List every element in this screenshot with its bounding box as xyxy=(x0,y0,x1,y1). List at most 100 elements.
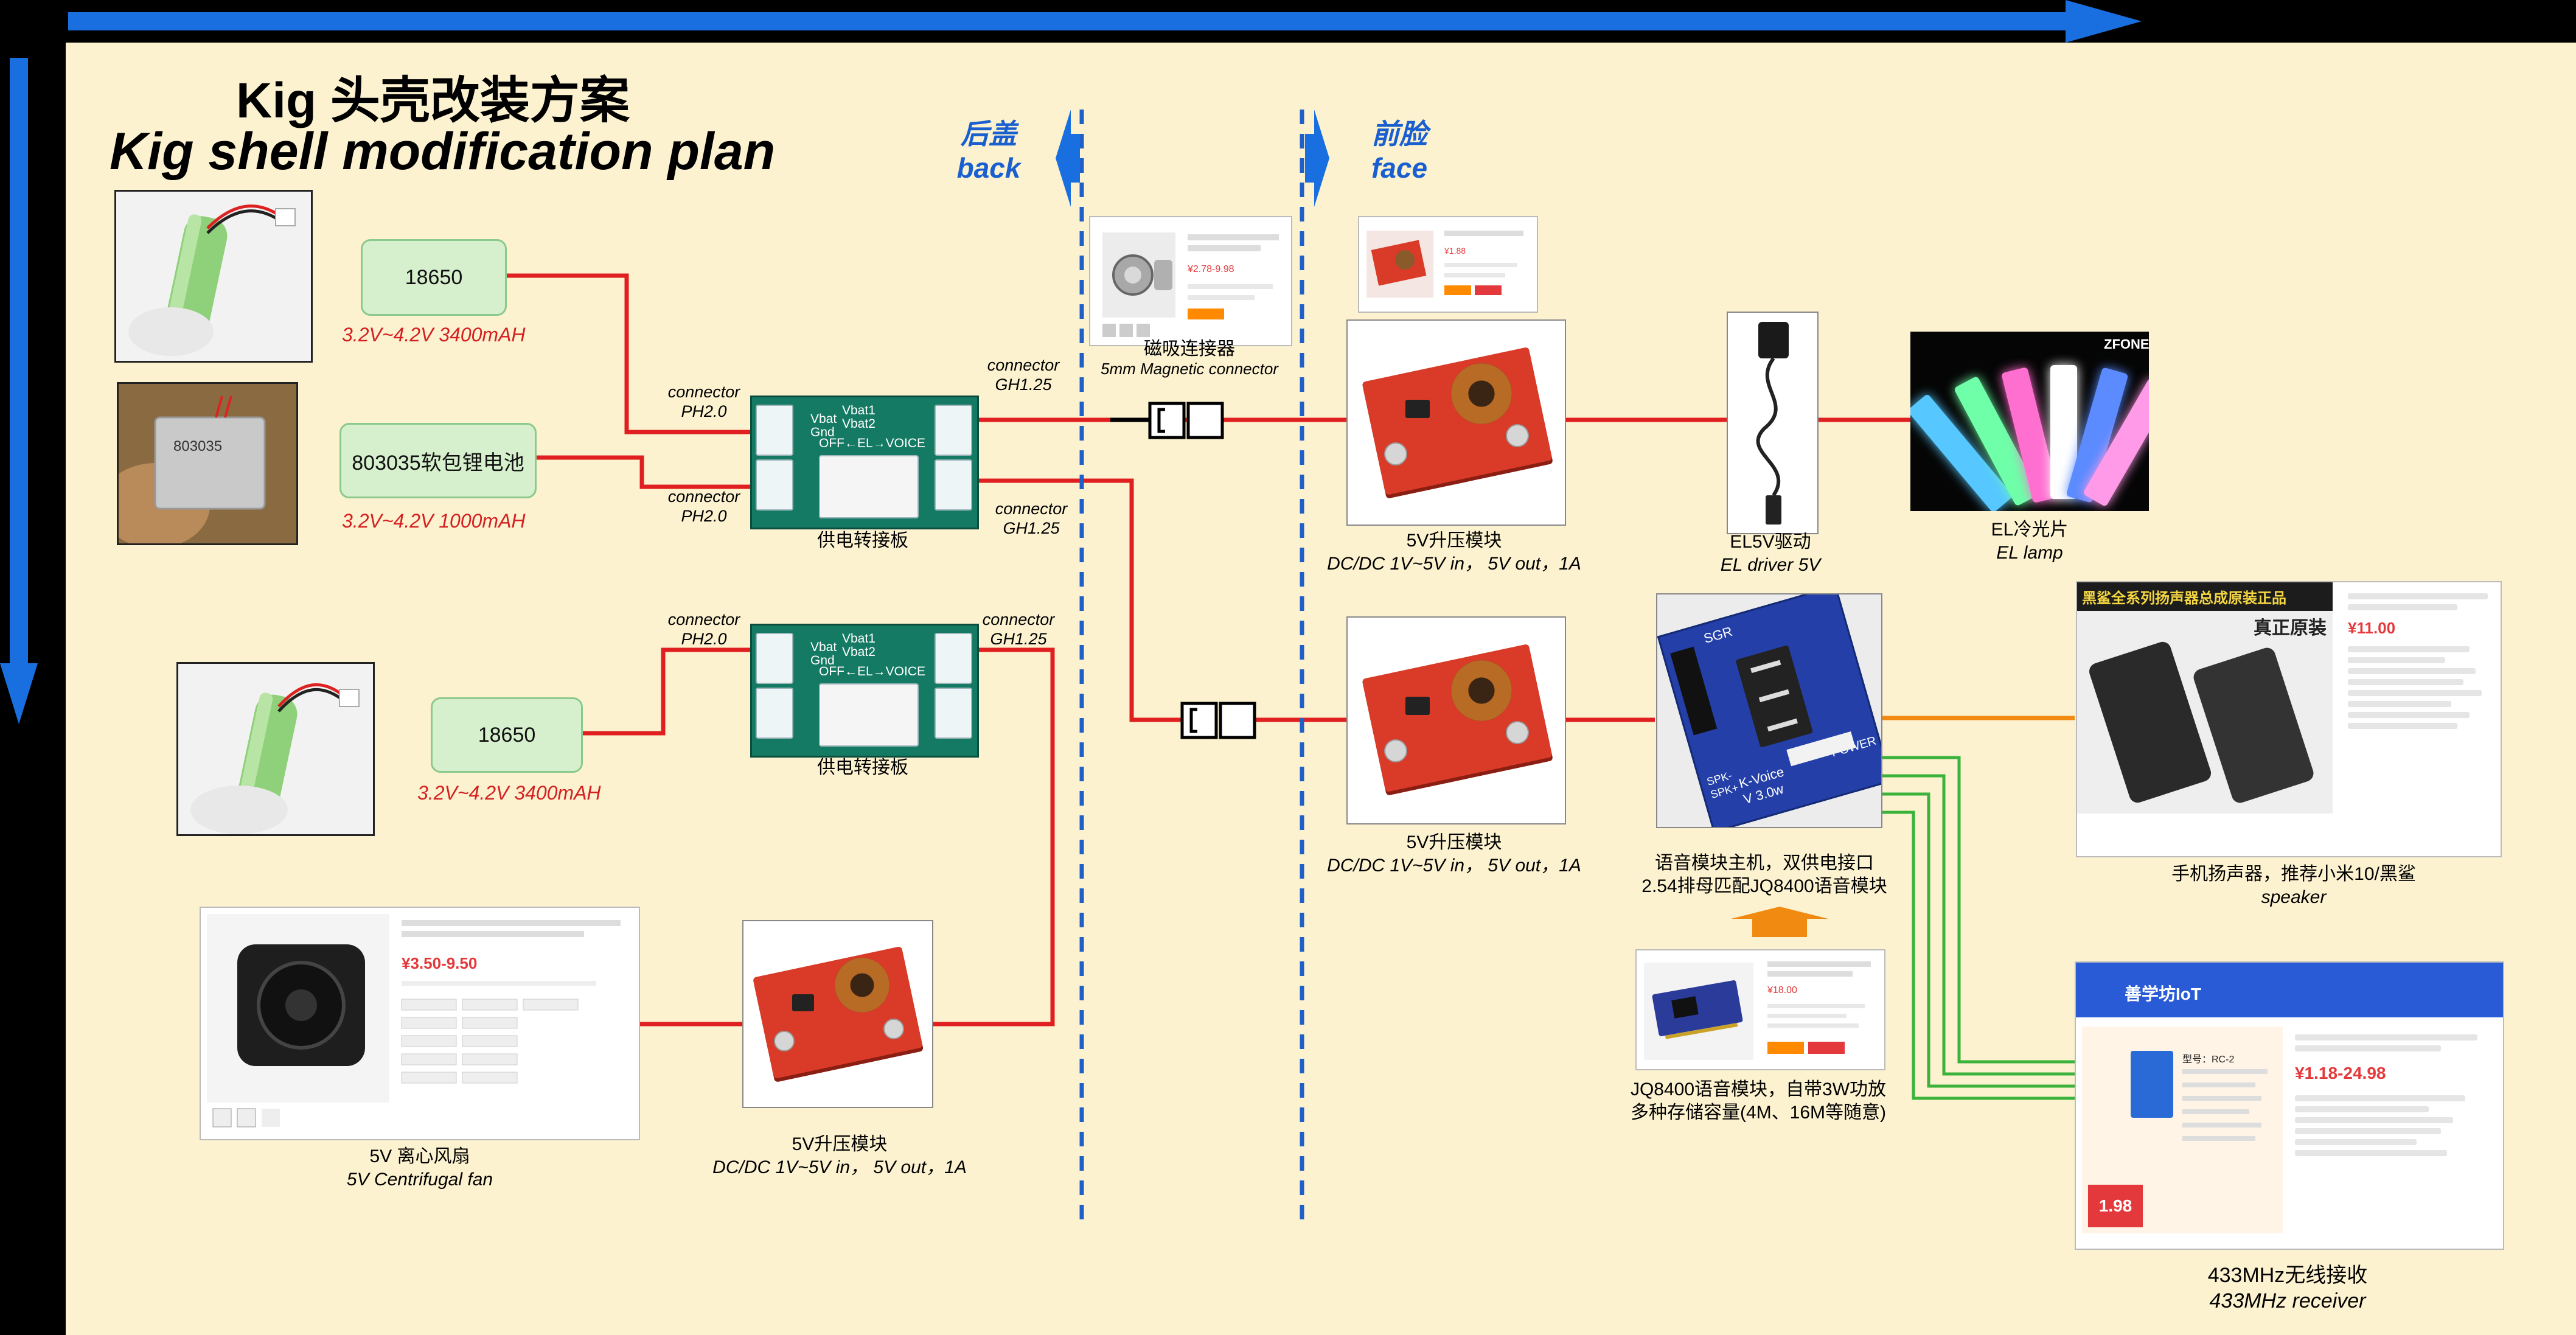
el-driver-label: EL5V驱动 EL driver 5V xyxy=(1661,531,1880,577)
speaker-label-en: speaker xyxy=(2261,887,2327,907)
battery-spec-2: 3.2V~4.2V 1000mAH xyxy=(342,510,526,532)
speaker-screenshot: 黑鲨全系列扬声器总成原装正品 真正原装 ¥11.00 xyxy=(2076,581,2502,857)
boost-module-photo-3 xyxy=(742,920,933,1108)
connector-ph-label-1: connector PH2.0 xyxy=(664,382,743,421)
left-arrow-head xyxy=(0,663,38,724)
el-lamp-label-cn: EL冷光片 xyxy=(1991,520,2069,540)
el-lamp-brand: ZFONE xyxy=(2104,336,2149,352)
fan-label-cn: 5V 离心风扇 xyxy=(369,1146,470,1166)
wire-board1-gh-bottom xyxy=(976,478,1186,722)
connector-ph-label-2-a: connector xyxy=(667,487,740,506)
battery-18650-photo-2 xyxy=(176,662,375,836)
boost-3-label-en: DC/DC 1V~5V in， 5V out，1A xyxy=(712,1157,967,1177)
wire-green-3 xyxy=(1868,792,2075,1088)
connector-ph-label-2: connector PH2.0 xyxy=(664,487,743,526)
top-arrow-head xyxy=(2066,0,2142,43)
boost-1-label-cn: 5V升压模块 xyxy=(1406,531,1502,551)
receiver-price: ¥1.18-24.98 xyxy=(2295,1064,2386,1082)
connector-gh-label-2: connector GH1.25 xyxy=(989,499,1074,538)
pcb2-silk-gnd: Gnd xyxy=(810,654,835,668)
battery-803035-photo: 803035 xyxy=(117,382,298,545)
fan-label-en: 5V Centrifugal fan xyxy=(346,1169,493,1190)
speaker-label: 手机扬声器，推荐小米10/黑鲨 speaker xyxy=(2117,863,2470,909)
connector-gh-label-3-b: GH1.25 xyxy=(990,630,1047,648)
boost-module-photo-1 xyxy=(1346,319,1566,526)
pcb2-silk-vbat2: Vbat2 xyxy=(842,645,875,659)
up-arrow-icon xyxy=(1731,907,1828,937)
pcb2-silk-switch: OFF←EL→VOICE xyxy=(819,664,926,678)
boost-2-label-cn: 5V升压模块 xyxy=(1406,832,1502,852)
el-driver-label-en: EL driver 5V xyxy=(1720,555,1821,575)
connector-ph-label-1-b: PH2.0 xyxy=(681,402,727,420)
top-arrow-shaft xyxy=(68,12,2076,30)
speaker-price: ¥11.00 xyxy=(2348,619,2396,637)
pcb-silk-vbat2: Vbat2 xyxy=(842,417,875,431)
magnetic-connector-label-cn: 磁吸连接器 xyxy=(1144,339,1235,359)
connector-gh-label-2-a: connector xyxy=(995,500,1068,518)
boost-module-label-1: 5V升压模块 DC/DC 1V~5V in， 5V out，1A xyxy=(1290,529,1618,576)
wire-battery1 xyxy=(505,273,751,434)
battery-spec-3: 3.2V~4.2V 3400mAH xyxy=(417,782,601,804)
battery-spec-1: 3.2V~4.2V 3400mAH xyxy=(342,324,526,346)
el-driver-photo xyxy=(1727,312,1819,534)
title-cn: Kig 头壳改装方案 xyxy=(236,73,630,128)
pcb2-silk-vbat: Vbat xyxy=(810,640,837,654)
speaker-banner-text: 黑鲨全系列扬声器总成原装正品 xyxy=(2077,582,2333,611)
connector-gh-label-1-b: GH1.25 xyxy=(995,375,1052,394)
pcb-silk-gnd: Gnd xyxy=(810,425,835,439)
wire-green-2 xyxy=(1868,774,2075,1076)
fan-label: 5V 离心风扇 5V Centrifugal fan xyxy=(298,1145,541,1191)
el-lamp-label-en: EL lamp xyxy=(1996,543,2063,563)
speaker-banner: 黑鲨全系列扬声器总成原装正品 真正原装 xyxy=(2077,582,2333,814)
jq8400-label: JQ8400语音模块，自带3W功放 多种存储容量(4M、16M等随意) xyxy=(1564,1078,1953,1124)
el-driver-label-top: EL5V驱动 xyxy=(1730,532,1811,552)
receiver-label-en: 433MHz receiver xyxy=(2209,1289,2366,1312)
face-arrow-icon xyxy=(1305,110,1329,207)
zone-face-cn: 前脸 xyxy=(1371,118,1427,150)
pcb2-silk-vbat1: Vbat1 xyxy=(842,632,875,646)
power-board-1: Vbat Gnd Vbat1 Vbat2 OFF←EL→VOICE xyxy=(750,396,979,529)
boost-3-label-cn: 5V升压模块 xyxy=(792,1134,888,1154)
receiver-badge: 1.98 xyxy=(2088,1185,2143,1227)
jq8400-label-1: JQ8400语音模块，自带3W功放 xyxy=(1630,1079,1887,1100)
battery-18650-photo-1 xyxy=(114,190,313,363)
pcb-silk-vbat1: Vbat1 xyxy=(842,403,875,417)
battery-803035-print: 803035 xyxy=(173,438,222,455)
zone-back-cn: 后盖 xyxy=(961,118,1017,150)
connector-ph-label-2-b: PH2.0 xyxy=(681,507,727,525)
connector-gh-label-3: connector GH1.25 xyxy=(976,610,1061,649)
magnet-shop-price: ¥2.78-9.98 xyxy=(1187,264,1234,274)
el-lamp-photo: ZFONE xyxy=(1910,332,2149,511)
jq8400-screenshot: ¥18.00 xyxy=(1635,949,1885,1070)
jq8400-label-2: 多种存储容量(4M、16M等随意) xyxy=(1630,1103,1886,1123)
wire-green-4 xyxy=(1868,810,2075,1100)
zone-back-en: back xyxy=(956,152,1021,184)
battery-node-803035: 803035软包锂电池 xyxy=(339,423,537,498)
battery-node-18650-2: 18650 xyxy=(431,697,583,773)
wire-battery3 xyxy=(581,647,751,736)
connector-ph-label-1-a: connector xyxy=(667,383,740,401)
receiver-label-cn: 433MHz无线接收 xyxy=(2207,1264,2368,1287)
boost-2-label-en: DC/DC 1V~5V in， 5V out，1A xyxy=(1327,856,1581,876)
zone-back-label: 后盖 back xyxy=(949,117,1028,185)
receiver-screenshot: 善学坊IoT 型号：RC-2 1.98 ¥1.18-24.98 xyxy=(2075,961,2504,1250)
back-arrow-icon xyxy=(1056,110,1080,207)
battery-node-18650-1: 18650 xyxy=(361,239,507,316)
power-board-2: Vbat Gnd Vbat1 Vbat2 OFF←EL→VOICE xyxy=(750,624,979,758)
magnetic-connector-label: 磁吸连接器 5mm Magnetic connector xyxy=(1071,340,1308,378)
connector-gh-label-2-b: GH1.25 xyxy=(1003,519,1060,537)
voice-module-label: 语音模块主机，双供电接口 2.54排母匹配JQ8400语音模块 xyxy=(1612,852,1916,898)
jq-shop-price: ¥18.00 xyxy=(1767,985,1797,995)
boost-module-label-2: 5V升压模块 DC/DC 1V~5V in， 5V out，1A xyxy=(1290,831,1618,877)
mag-connector-symbol-2 xyxy=(1180,702,1256,739)
power-board-2-label: 供电转接板 xyxy=(817,758,908,778)
connector-ph-label-3: connector PH2.0 xyxy=(664,610,743,649)
connector-gh-label-1: connector GH1.25 xyxy=(981,355,1066,394)
boost-module-label-3: 5V升压模块 DC/DC 1V~5V in， 5V out，1A xyxy=(675,1133,1004,1179)
el-lamp-label: EL冷光片 EL lamp xyxy=(1923,518,2137,565)
wire-board2-fan xyxy=(931,647,1055,1027)
receiver-store-bar: 善学坊IoT xyxy=(2076,963,2503,1017)
zone-face-label: 前脸 face xyxy=(1360,117,1439,185)
